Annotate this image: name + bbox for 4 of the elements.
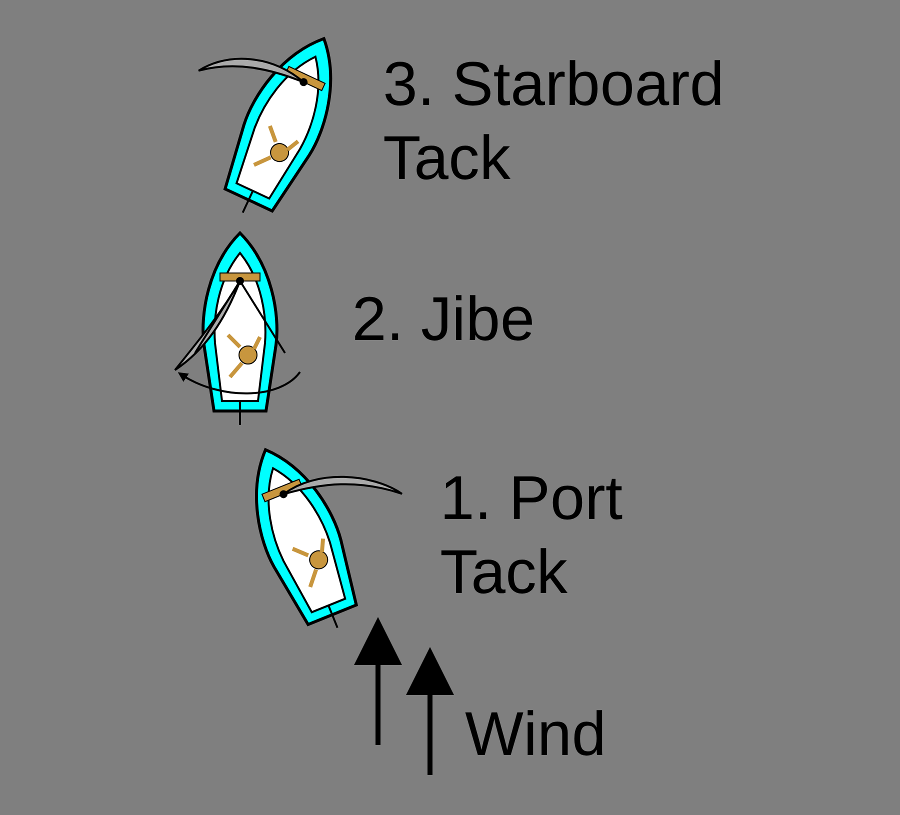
wind-label: Wind [465,699,608,771]
maneuver-caption: 3. Starboard Tack [383,49,726,195]
maneuver-caption: 1. Port Tack [440,463,624,609]
maneuver-caption: 2. Jibe [352,284,536,356]
